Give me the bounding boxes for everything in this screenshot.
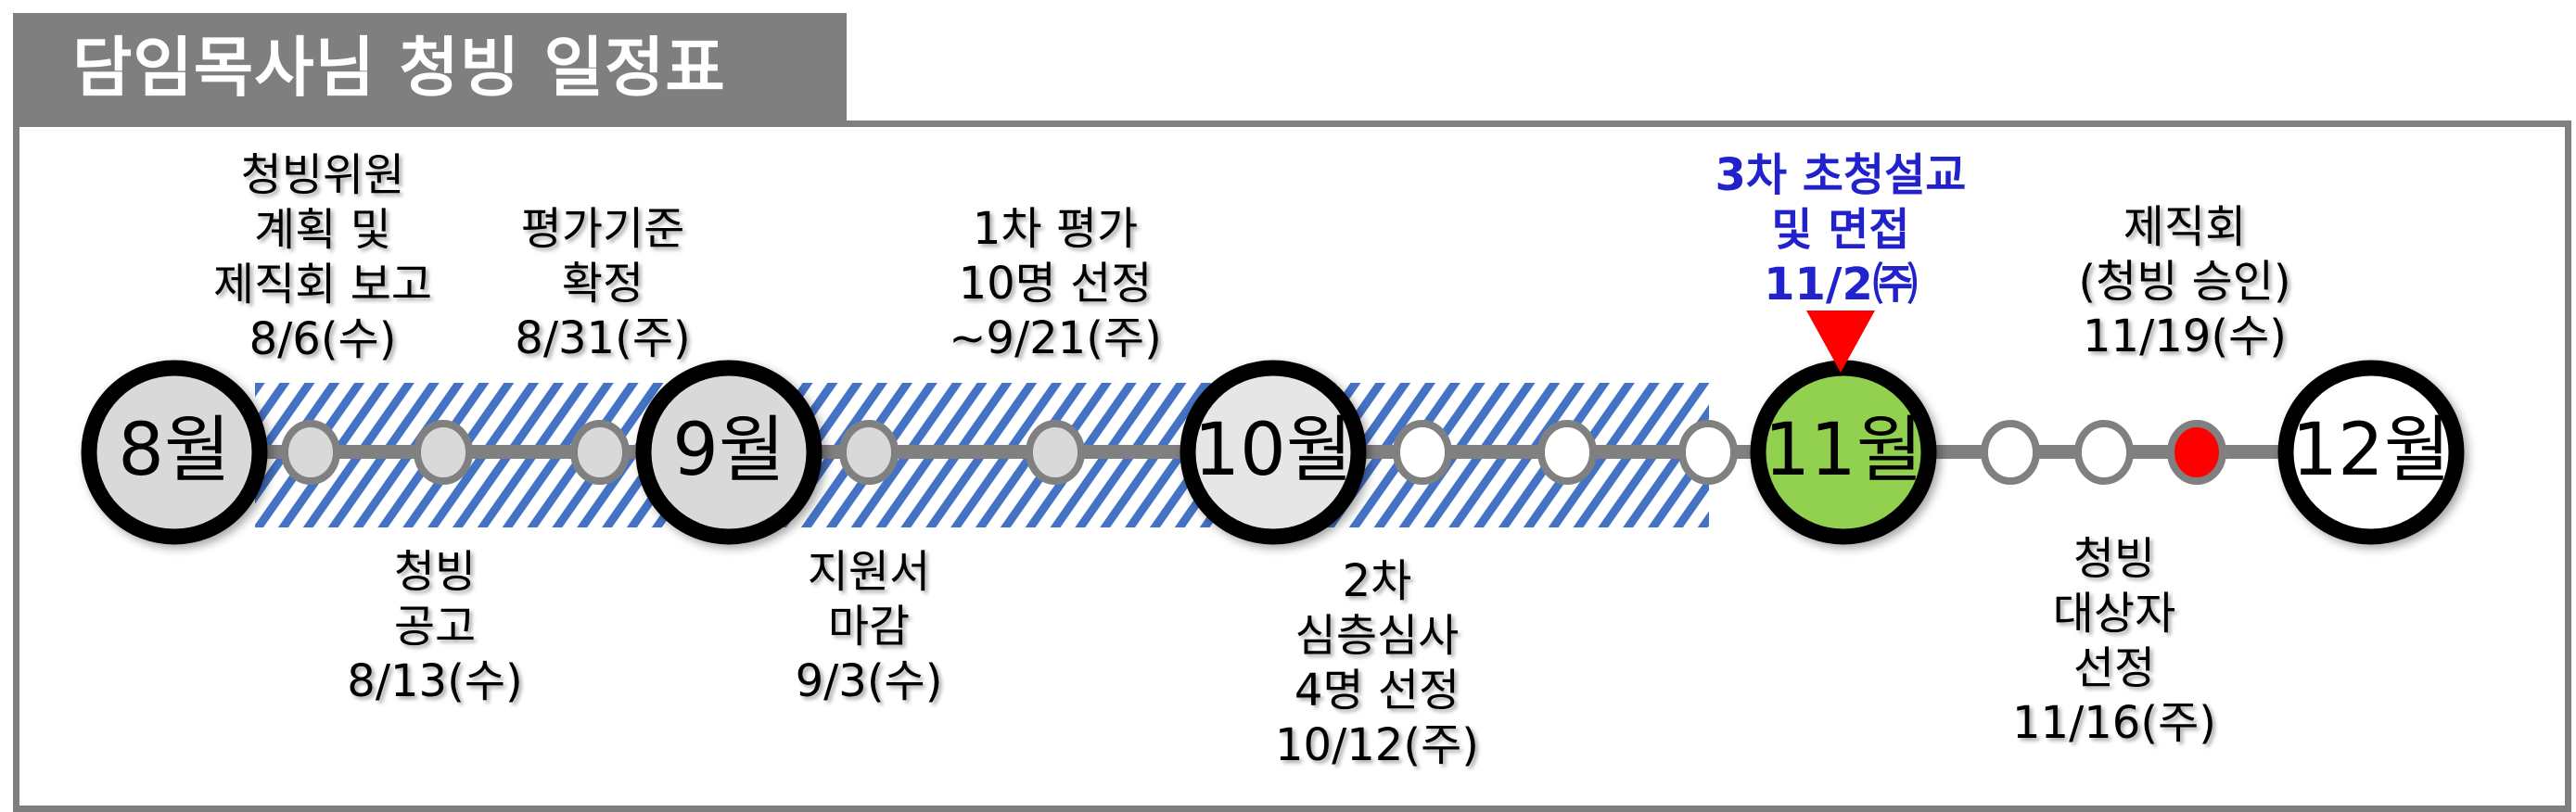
milestone-node (1393, 420, 1452, 485)
milestone-node (2074, 420, 2134, 485)
milestone-node (839, 420, 899, 485)
event-label-line: 마감 (827, 601, 911, 653)
month-circle (1180, 360, 1367, 545)
milestone-node-current (2167, 420, 2226, 485)
schedule-frame (13, 121, 2571, 812)
event-label-line: 평가기준 (520, 203, 685, 255)
month-label: 9월 (672, 409, 785, 492)
milestone-node (1537, 420, 1597, 485)
month-label: 8월 (118, 409, 231, 492)
event-label-line: 11/19(수) (2083, 311, 2287, 362)
event-label-line: 심층심사 (1294, 610, 1460, 662)
milestone-node (1026, 420, 1085, 485)
event-label-line: (청빙 승인) (2078, 256, 2291, 308)
month-label: 11월 (1764, 409, 1923, 492)
event-label-line: 1차 평가 (972, 203, 1139, 255)
event-label-line: 계획 및 (254, 204, 391, 256)
event-label-line: 확정 (561, 258, 644, 310)
month-circle (1750, 360, 1937, 545)
event-label-line: 제직회 보고 (212, 259, 433, 311)
event-label-line: 청빙위원 (240, 149, 405, 201)
event-label-line: 청빙 (393, 546, 477, 598)
month-circle (2277, 360, 2465, 545)
event-label-line: 10/12(주) (1275, 719, 1479, 771)
event-label-line: 9/3(수) (795, 655, 943, 707)
event-label-line: 8/6(수) (249, 313, 397, 365)
current-marker-triangle-icon (1806, 311, 1875, 373)
page-title: 담임목사님 청빙 일정표 (72, 30, 726, 106)
event-label-line: 4명 선정 (1294, 665, 1460, 717)
event-label-line: 8/31(주) (515, 312, 691, 364)
milestone-node (414, 420, 473, 485)
milestone-node (1981, 420, 2040, 485)
event-label: 제직회(청빙 승인)11/19(수) (1971, 200, 2398, 364)
event-label-line: 2차 (1342, 555, 1412, 607)
event-label-line: 선정 (2072, 642, 2156, 694)
milestone-node (1678, 420, 1738, 485)
milestone-node (281, 420, 340, 485)
event-label-line: 11/16(주) (2012, 697, 2216, 749)
milestone-node (570, 420, 630, 485)
event-label-line: 지원서 (807, 546, 931, 598)
event-label-line: 공고 (393, 601, 477, 653)
month-circle (81, 360, 268, 545)
month-circle (635, 360, 823, 545)
event-label-line: 청빙 (2072, 533, 2156, 585)
event-label-line: 10명 선정 (958, 258, 1153, 310)
event-label-line: 대상자 (2052, 588, 2176, 640)
event-label-line: 8/13(수) (347, 655, 523, 707)
event-label-line: 11/2㈜ (1764, 259, 1918, 311)
title-banner (13, 13, 847, 123)
event-label-line: 제직회 (2123, 201, 2247, 253)
event-label-line: ~9/21(주) (949, 312, 1162, 364)
event-label-line: 및 면접 (1771, 204, 1910, 256)
month-label: 10월 (1193, 409, 1353, 492)
month-label: 12월 (2291, 409, 2451, 492)
event-label-line: 3차 초청설교 (1715, 149, 1967, 201)
